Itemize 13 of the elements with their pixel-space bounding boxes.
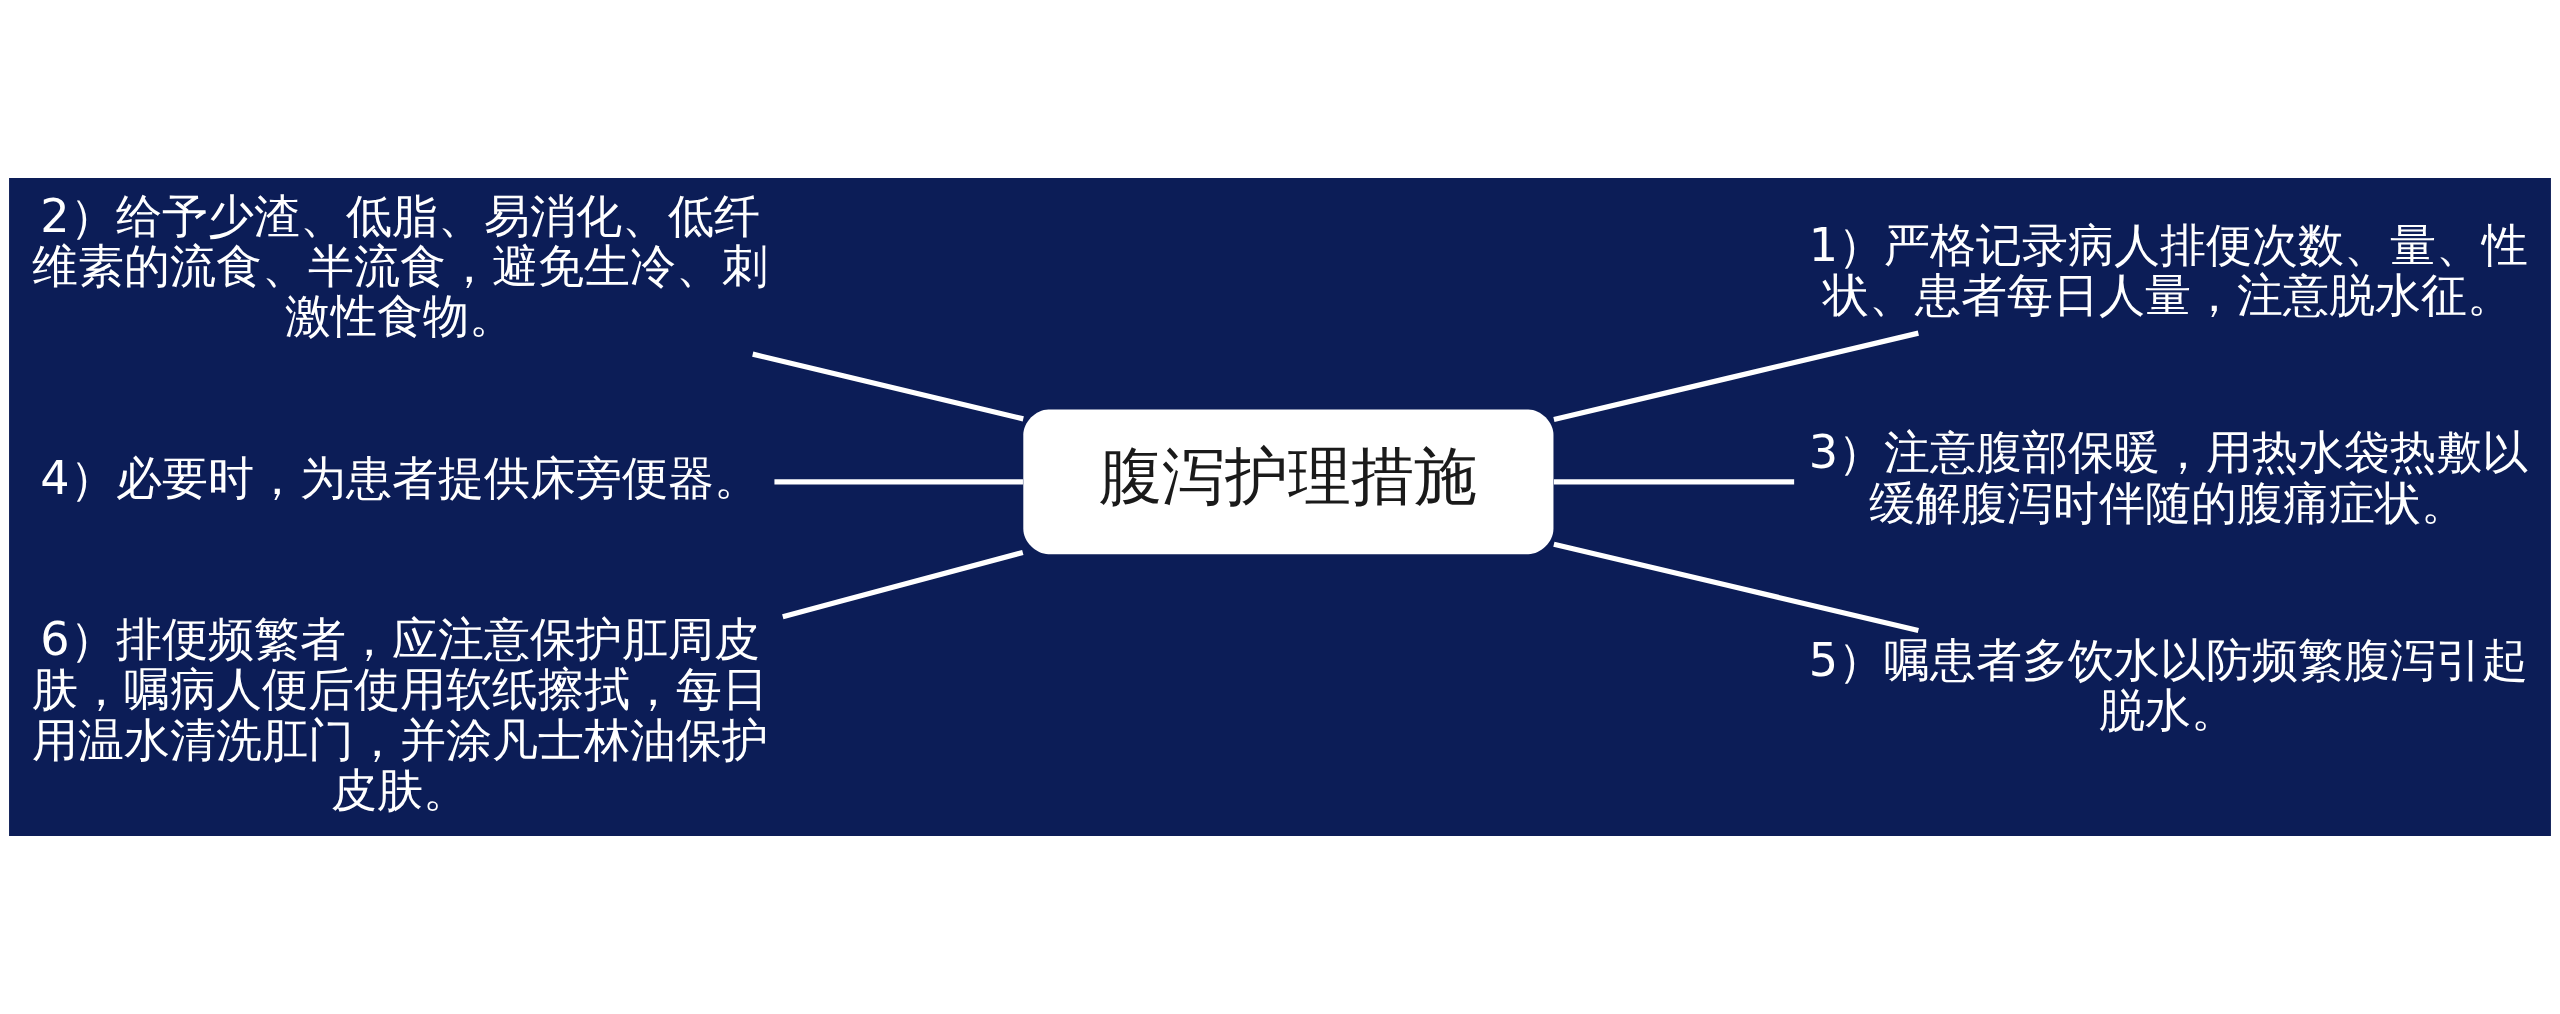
node-text: 4）必要时，为患者提供床旁便器。: [40, 450, 760, 505]
node-box: 腹泻护理措施: [1023, 409, 1554, 555]
connector: [752, 351, 1024, 422]
connector: [1553, 541, 1919, 634]
connector: [1553, 479, 1795, 485]
connector: [1553, 330, 1919, 422]
node-text: 3）注意腹部保暖，用热水袋热敷以缓解腹泻时伴随的腹痛症状。: [1808, 425, 2529, 530]
node-text: 1）严格记录病人排便次数、量、性状、患者每日人量，注意脱水征。: [1808, 217, 2529, 323]
connector: [774, 479, 1023, 485]
node-text: 6）排便频繁者，应注意保护肛周皮肤，嘱病人便后使用软纸擦拭，每日用温水清洗肛门，并涂凡士林油保护皮肤。: [31, 611, 768, 817]
connector: [782, 549, 1024, 620]
node-text: 5）嘱患者多饮水以防频繁腹泻引起脱水。: [1808, 632, 2529, 738]
node-text: 2）给予少渣、低脂、易消化、低纤维素的流食、半流食，避免生冷、刺激性食物。: [31, 188, 768, 344]
